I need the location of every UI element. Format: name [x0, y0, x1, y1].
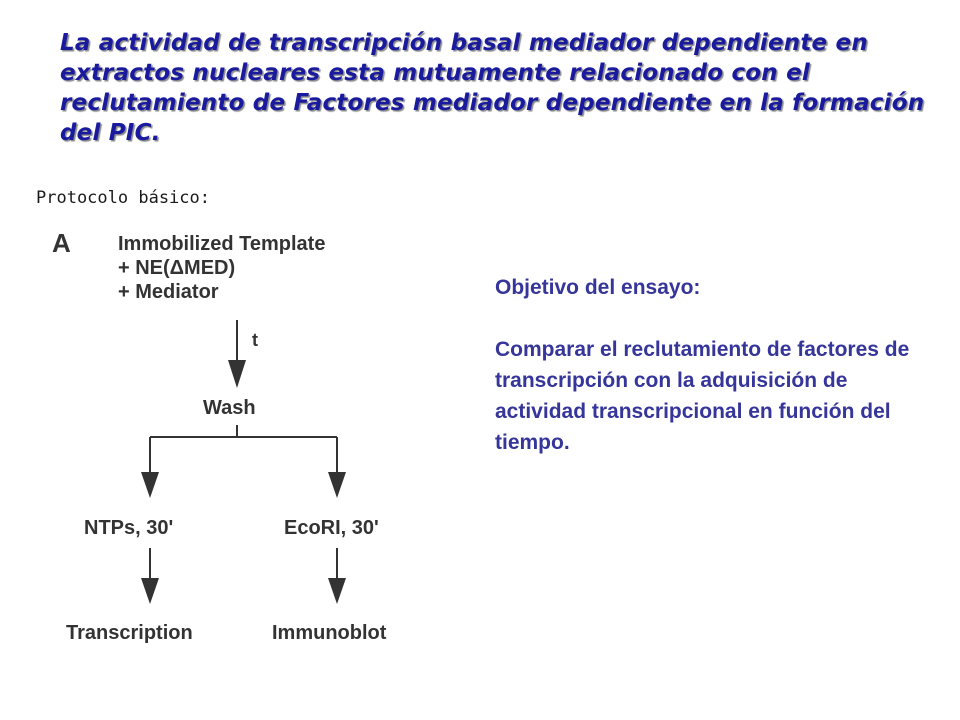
objective-box: Objetivo del ensayo: Comparar el recluta… — [495, 272, 915, 458]
ecori-step-label: EcoRI, 30' — [284, 517, 379, 539]
right-branch-arrow — [328, 437, 346, 498]
immobilized-template-label: Immobilized Template — [118, 233, 325, 255]
panel-letter: A — [52, 228, 71, 258]
mediator-label: + Mediator — [118, 281, 219, 303]
nuclear-extract-label: + NE(ΔMED) — [118, 257, 235, 279]
left-branch-arrow — [141, 437, 159, 498]
arrow-to-wash — [228, 320, 246, 388]
title-line-1: La actividad de transcripción basal medi… — [60, 30, 868, 56]
protocol-diagram: A Immobilized Template + NE(ΔMED) + Medi… — [40, 222, 440, 652]
ntps-step-label: NTPs, 30' — [84, 517, 173, 539]
branch-connector — [150, 425, 337, 438]
title-line-3: reclutamiento de Factores mediador depen… — [60, 90, 925, 116]
protocol-flowchart: A Immobilized Template + NE(ΔMED) + Medi… — [52, 228, 387, 644]
right-result-arrow — [328, 548, 346, 604]
title-line-2: extractos nucleares esta mutuamente rela… — [60, 60, 810, 86]
objective-body: Comparar el reclutamiento de factores de… — [495, 338, 910, 454]
left-result-arrow — [141, 548, 159, 604]
objective-heading: Objetivo del ensayo: — [495, 276, 701, 299]
protocol-label: Protocolo básico: — [36, 188, 210, 208]
immunoblot-result-label: Immunoblot — [272, 622, 387, 644]
title-line-4: del PIC. — [60, 120, 161, 146]
slide-title: La actividad de transcripción basal medi… — [60, 28, 925, 148]
time-label: t — [252, 330, 258, 350]
wash-label: Wash — [203, 397, 256, 419]
transcription-result-label: Transcription — [66, 622, 193, 644]
